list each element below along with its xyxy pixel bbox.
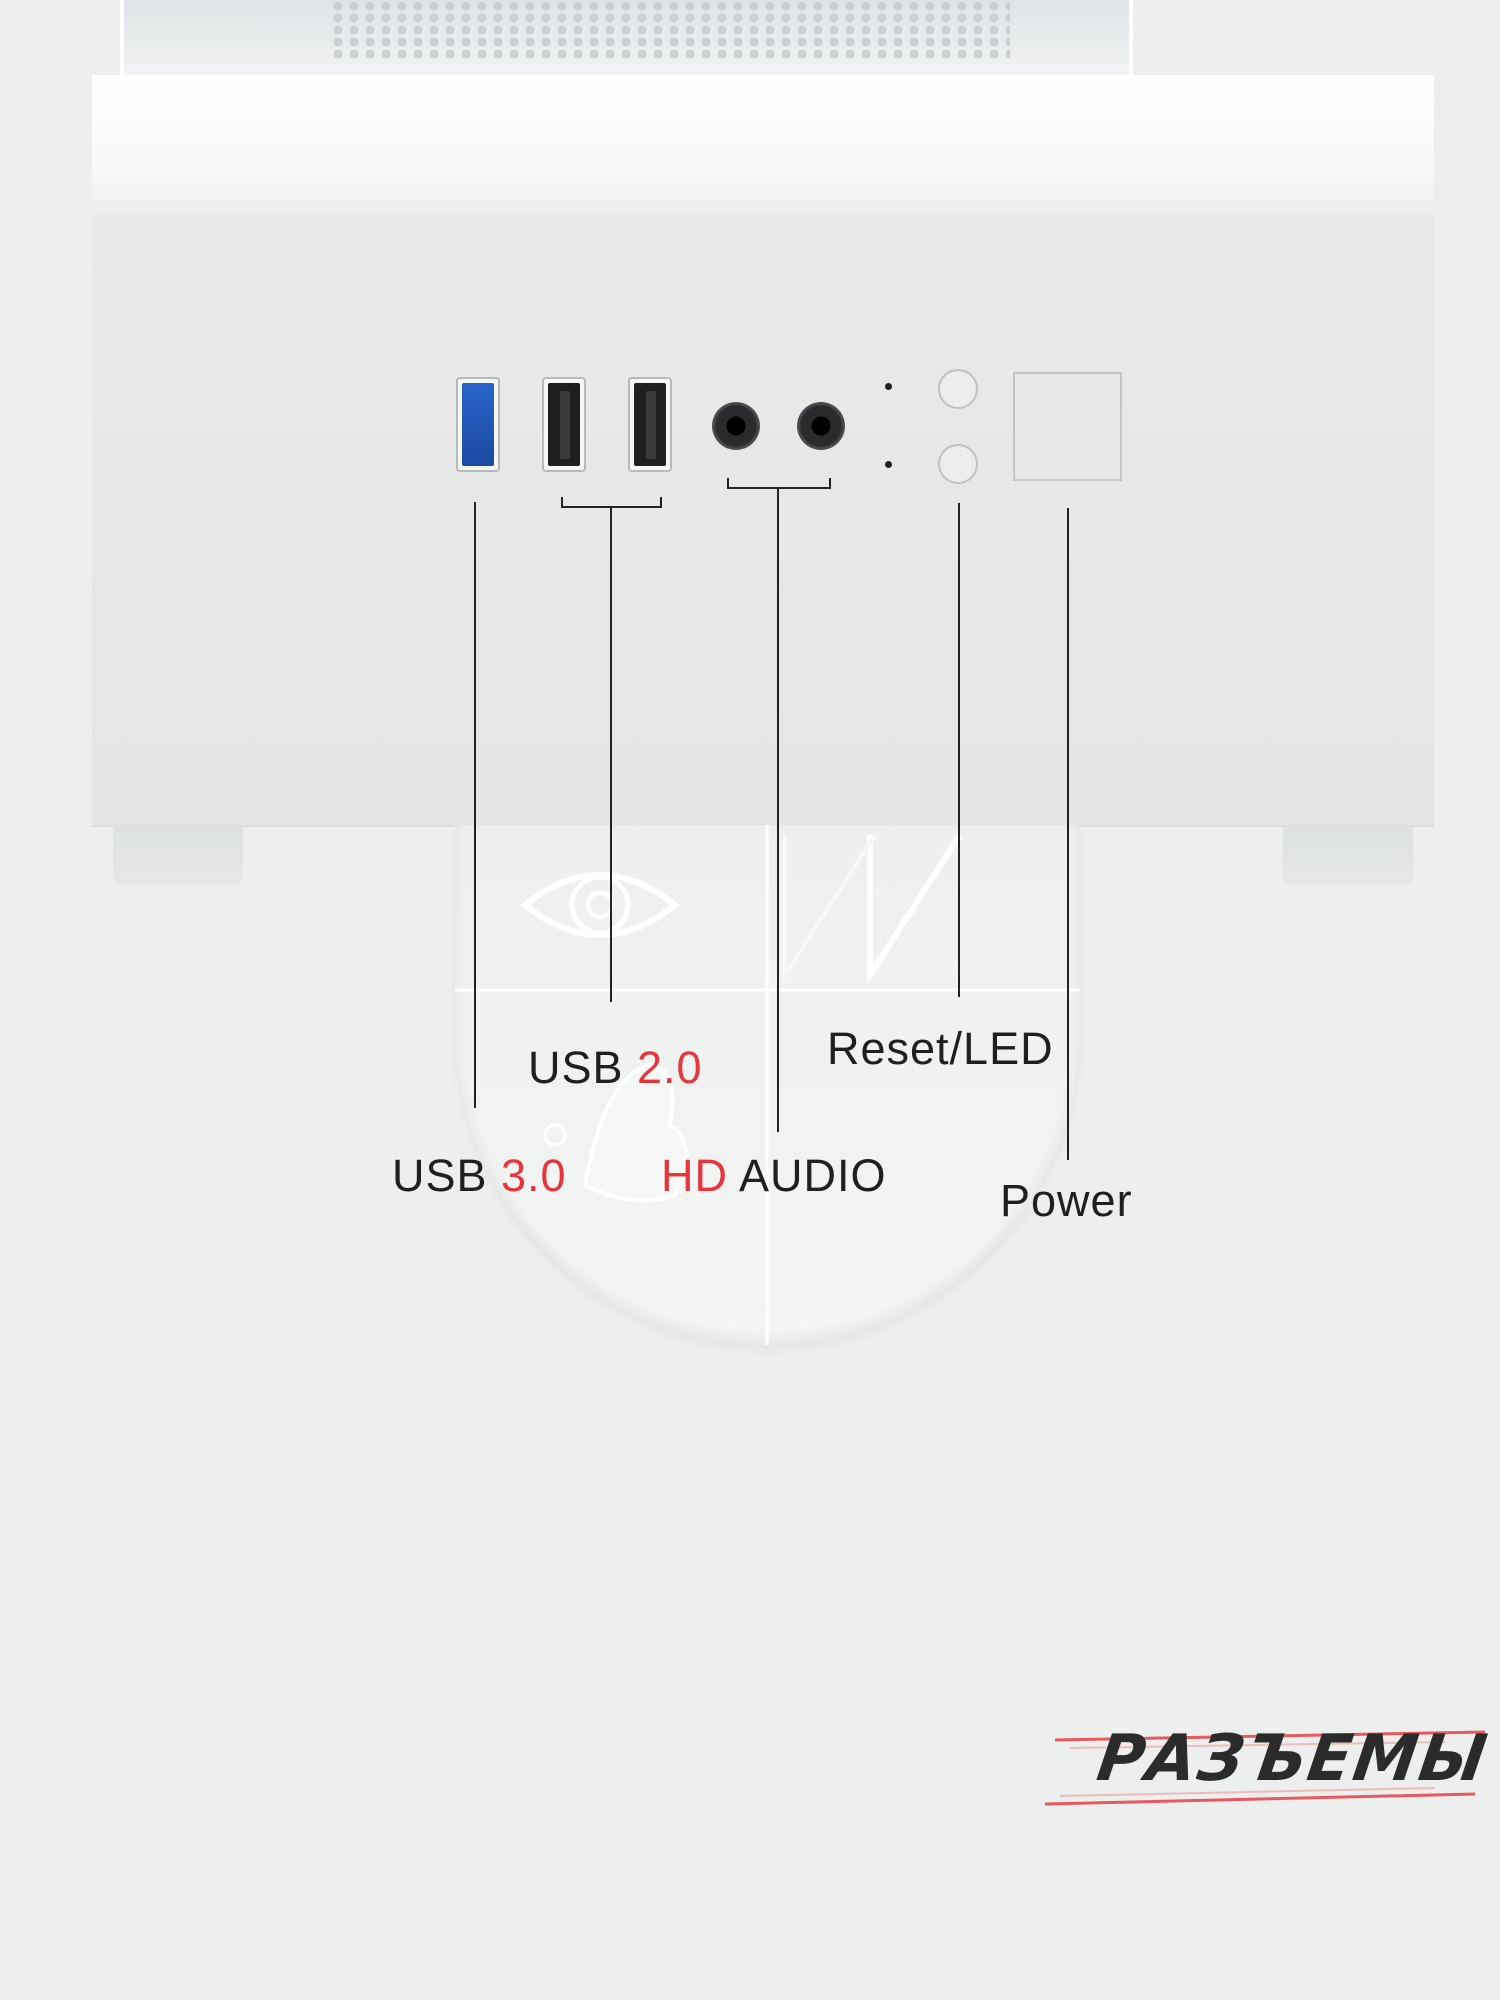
reset-button[interactable] [938, 369, 978, 409]
reset-led-leader-line [958, 503, 960, 997]
usb2-port[interactable] [542, 377, 586, 472]
usb2-bracket-tick [561, 497, 563, 507]
power-led-indicator [885, 383, 892, 390]
usb2-port-tongue [634, 383, 666, 466]
usb2-label: USB 2.0 [528, 1042, 703, 1094]
usb2-label-version: 2.0 [637, 1042, 703, 1093]
reset-led-label: Reset/LED [827, 1023, 1054, 1074]
case-foot-left [113, 825, 243, 885]
brand-title: РАЗЪЕМЫ [1092, 1722, 1493, 1796]
hdd-led-indicator [885, 461, 892, 468]
usb3-port[interactable] [456, 377, 500, 472]
audio-bracket-tick [829, 478, 831, 488]
power-leader-line [1067, 508, 1069, 1160]
led-button[interactable] [938, 444, 978, 484]
hd-audio-label-prefix: HD [661, 1150, 728, 1201]
usb2-leader-line [610, 506, 612, 1002]
case-upper-frame [92, 75, 1434, 216]
shield-emblem [455, 825, 1080, 1345]
case-foot-right [1283, 825, 1413, 885]
shield-emblem-graphic [455, 825, 1080, 1345]
usb3-label-version: 3.0 [501, 1150, 567, 1201]
power-label: Power [1000, 1175, 1133, 1226]
case-mesh-vent [330, 0, 1010, 62]
usb2-port[interactable] [628, 377, 672, 472]
usb2-port-tongue [548, 383, 580, 466]
hd-audio-label-text: AUDIO [728, 1150, 887, 1201]
usb3-leader-line [474, 502, 476, 1108]
audio-bracket-tick [727, 478, 729, 488]
case-front-io-panel [92, 215, 1434, 827]
audio-leader-line [777, 487, 779, 1132]
power-button[interactable] [1013, 372, 1122, 481]
brand-speed-stripes [1045, 1730, 1486, 1806]
audio-bracket [727, 487, 831, 489]
hd-audio-label: HD AUDIO [661, 1150, 887, 1202]
microphone-jack[interactable] [797, 402, 845, 450]
usb2-label-text: USB [528, 1042, 638, 1093]
usb2-bracket-tick [660, 497, 662, 507]
usb3-label: USB 3.0 [392, 1150, 567, 1202]
usb3-port-tongue [462, 383, 494, 466]
headphone-jack[interactable] [712, 402, 760, 450]
usb3-label-text: USB [392, 1150, 502, 1201]
